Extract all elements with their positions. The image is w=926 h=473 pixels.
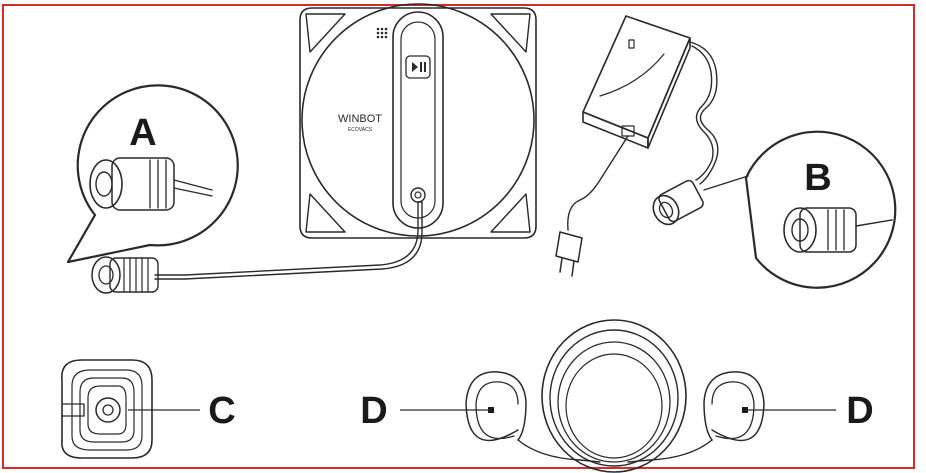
callout-a-magnifier: [66, 84, 239, 264]
callout-d-right-marker: [742, 407, 748, 413]
ac-plug-icon: [555, 231, 583, 277]
adapter-ac-cord: [567, 135, 629, 231]
callout-label-d-right: D: [846, 390, 873, 432]
callout-label-b: B: [804, 157, 831, 199]
adapter-output-cord: [689, 41, 719, 185]
safety-tether-cable: [154, 201, 419, 276]
callout-label-d-left: D: [360, 390, 387, 432]
power-connector-icon: [652, 179, 704, 226]
callout-label-a: A: [129, 112, 156, 154]
coiled-cord-icon: [465, 319, 765, 473]
callout-label-c: C: [208, 390, 235, 432]
callout-b-magnifier: [744, 130, 897, 289]
robot-sub-brand-label: ECOVACS: [348, 127, 373, 133]
robot-brand-label: WINBOT: [338, 113, 382, 125]
diagram-frame: [2, 4, 915, 469]
power-adapter-icon: [582, 15, 691, 149]
callout-d-left-marker: [488, 407, 494, 413]
tether-spool-icon: [61, 359, 153, 459]
cable-connector-icon: [91, 256, 159, 294]
